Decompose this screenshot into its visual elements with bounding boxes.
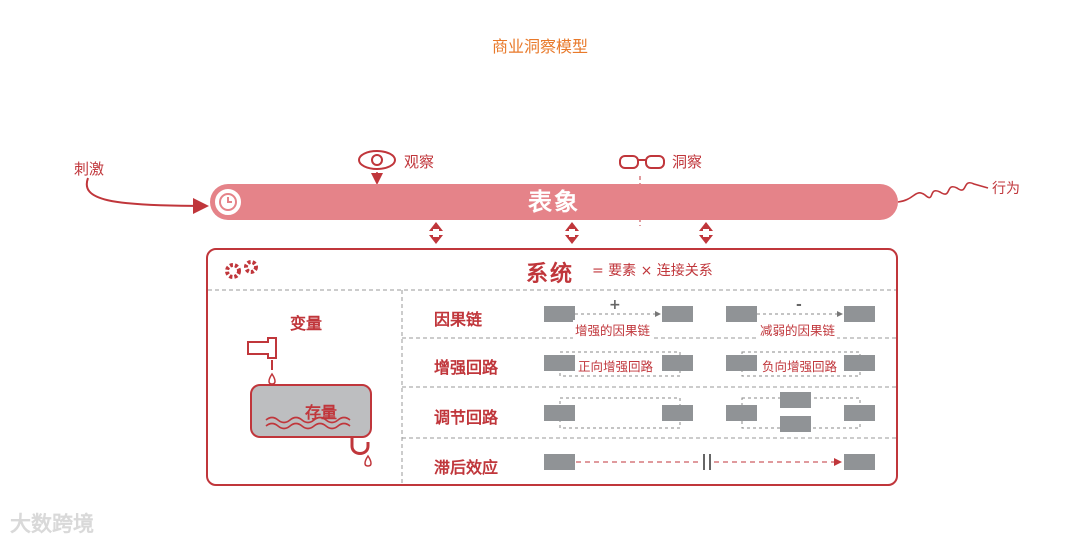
watermark: 大数跨境 <box>10 512 94 536</box>
system-equation: = 要素 × 连接关系 <box>592 263 713 279</box>
stock-tank <box>250 384 372 438</box>
element-box <box>780 416 811 432</box>
element-box <box>662 355 693 371</box>
insight-label: 洞察 <box>672 153 703 171</box>
observe-label: 观察 <box>404 153 435 171</box>
gears-icon <box>222 258 264 284</box>
system-panel <box>206 248 898 486</box>
element-box <box>726 306 757 322</box>
element-box <box>844 454 875 470</box>
stock-label: 存量 <box>305 403 338 422</box>
row-label-delay: 滞后效应 <box>434 458 499 477</box>
element-box <box>726 355 757 371</box>
variable-label: 变量 <box>290 314 323 333</box>
reinforcing-causal-text: 增强的因果链 <box>573 320 653 339</box>
element-box <box>544 454 575 470</box>
row-label-balance: 调节回路 <box>434 408 499 427</box>
element-box <box>780 392 811 408</box>
element-box <box>662 306 693 322</box>
page-title: 商业洞察模型 <box>491 37 588 56</box>
element-box <box>544 405 575 421</box>
stimulus-label: 刺激 <box>74 160 105 178</box>
phenomenon-band <box>210 184 898 220</box>
system-title: 系统 <box>526 262 575 287</box>
wave-icon <box>265 416 351 430</box>
minus-sign: - <box>796 297 802 313</box>
row-label-causal: 因果链 <box>434 310 483 329</box>
element-box <box>544 306 575 322</box>
glasses-icon <box>618 152 666 176</box>
element-box <box>844 306 875 322</box>
element-box <box>662 405 693 421</box>
negative-loop-text: 负向增强回路 <box>760 356 840 375</box>
element-box <box>844 355 875 371</box>
behavior-label: 行为 <box>992 181 1020 197</box>
element-box <box>544 355 575 371</box>
element-box <box>726 405 757 421</box>
element-box <box>844 405 875 421</box>
plus-sign: + <box>609 297 621 313</box>
phenomenon-label: 表象 <box>528 188 580 216</box>
positive-loop-text: 正向增强回路 <box>576 356 656 375</box>
eye-icon <box>356 148 398 176</box>
clock-icon <box>213 187 243 217</box>
row-label-reinforce: 增强回路 <box>434 358 499 377</box>
weakening-causal-text: 减弱的因果链 <box>758 320 838 339</box>
